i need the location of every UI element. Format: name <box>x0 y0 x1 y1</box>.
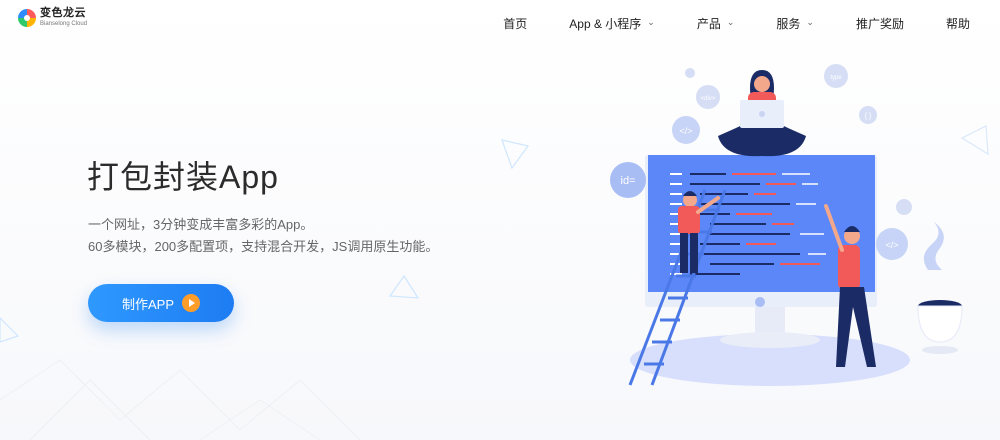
logo-subtitle: Bianselong Cloud <box>40 21 88 27</box>
hero-description-line-1: 一个网址，3分钟变成丰富多彩的App。 <box>88 217 314 232</box>
speech-bubbles: id= </> <div> type { } </> <box>610 64 912 260</box>
chevron-down-icon: ⌄ <box>647 17 655 27</box>
nav-label: 产品 <box>696 17 721 31</box>
monitor-base <box>720 332 820 348</box>
nav-item-home[interactable]: 首页 <box>499 15 531 32</box>
logo[interactable]: 变色龙云 Bianselong Cloud <box>18 8 87 27</box>
nav-item-products[interactable]: 产品 ⌄ <box>693 15 739 32</box>
page-title: 打包封装App <box>87 159 279 195</box>
make-app-button-label: 制作APP <box>121 296 174 312</box>
coffee-cup <box>917 222 963 354</box>
chevron-down-icon: ⌄ <box>806 17 814 27</box>
chevron-down-icon: ⌄ <box>726 17 735 27</box>
bubble-div-text: <div> <box>701 96 716 102</box>
bubble-brace-text: { } <box>865 113 872 120</box>
nav-item-referral[interactable]: 推广奖励 <box>852 15 908 32</box>
nav-label: 首页 <box>503 17 528 31</box>
nav-item-app-miniprogram[interactable]: App & 小程序 ⌄ <box>565 15 659 32</box>
nav-label: 推广奖励 <box>855 17 904 31</box>
header: 变色龙云 Bianselong Cloud 首页 App & 小程序 ⌄ 产品 … <box>0 0 1000 50</box>
bubble-type-text: type <box>830 75 842 81</box>
play-icon <box>182 294 200 312</box>
man-on-ladder <box>678 191 720 273</box>
woman-with-laptop <box>718 70 806 157</box>
logo-name: 变色龙云 <box>40 7 86 19</box>
hero-description-line-2: 60多模块，200多配置项，支持混合开发，JS调用原生功能。 <box>88 239 439 254</box>
bubble-id-text: id= <box>621 175 636 187</box>
hero-description: 一个网址，3分钟变成丰富多彩的App。 60多模块，200多配置项，支持混合开发… <box>88 214 438 258</box>
nav-item-services[interactable]: 服务 ⌄ <box>772 15 818 32</box>
monitor-power-dot <box>755 297 765 307</box>
hero-illustration: id= </> <div> type { } </> <box>610 64 963 386</box>
nav-label: App & 小程序 <box>569 17 642 31</box>
man-pointing <box>824 204 876 367</box>
bubble-code-text: </> <box>679 126 692 136</box>
main-nav: 首页 App & 小程序 ⌄ 产品 ⌄ 服务 ⌄ 推广奖励 帮助 <box>499 15 974 32</box>
bubble-code-right-text: </> <box>885 240 898 250</box>
make-app-button[interactable]: 制作APP <box>88 284 234 322</box>
nav-label: 服务 <box>776 17 801 31</box>
code-lines <box>670 173 826 275</box>
nav-item-help[interactable]: 帮助 <box>942 15 974 32</box>
logo-icon <box>18 8 36 27</box>
nav-label: 帮助 <box>945 17 970 31</box>
logo-text: 变色龙云 Bianselong Cloud <box>40 7 88 28</box>
